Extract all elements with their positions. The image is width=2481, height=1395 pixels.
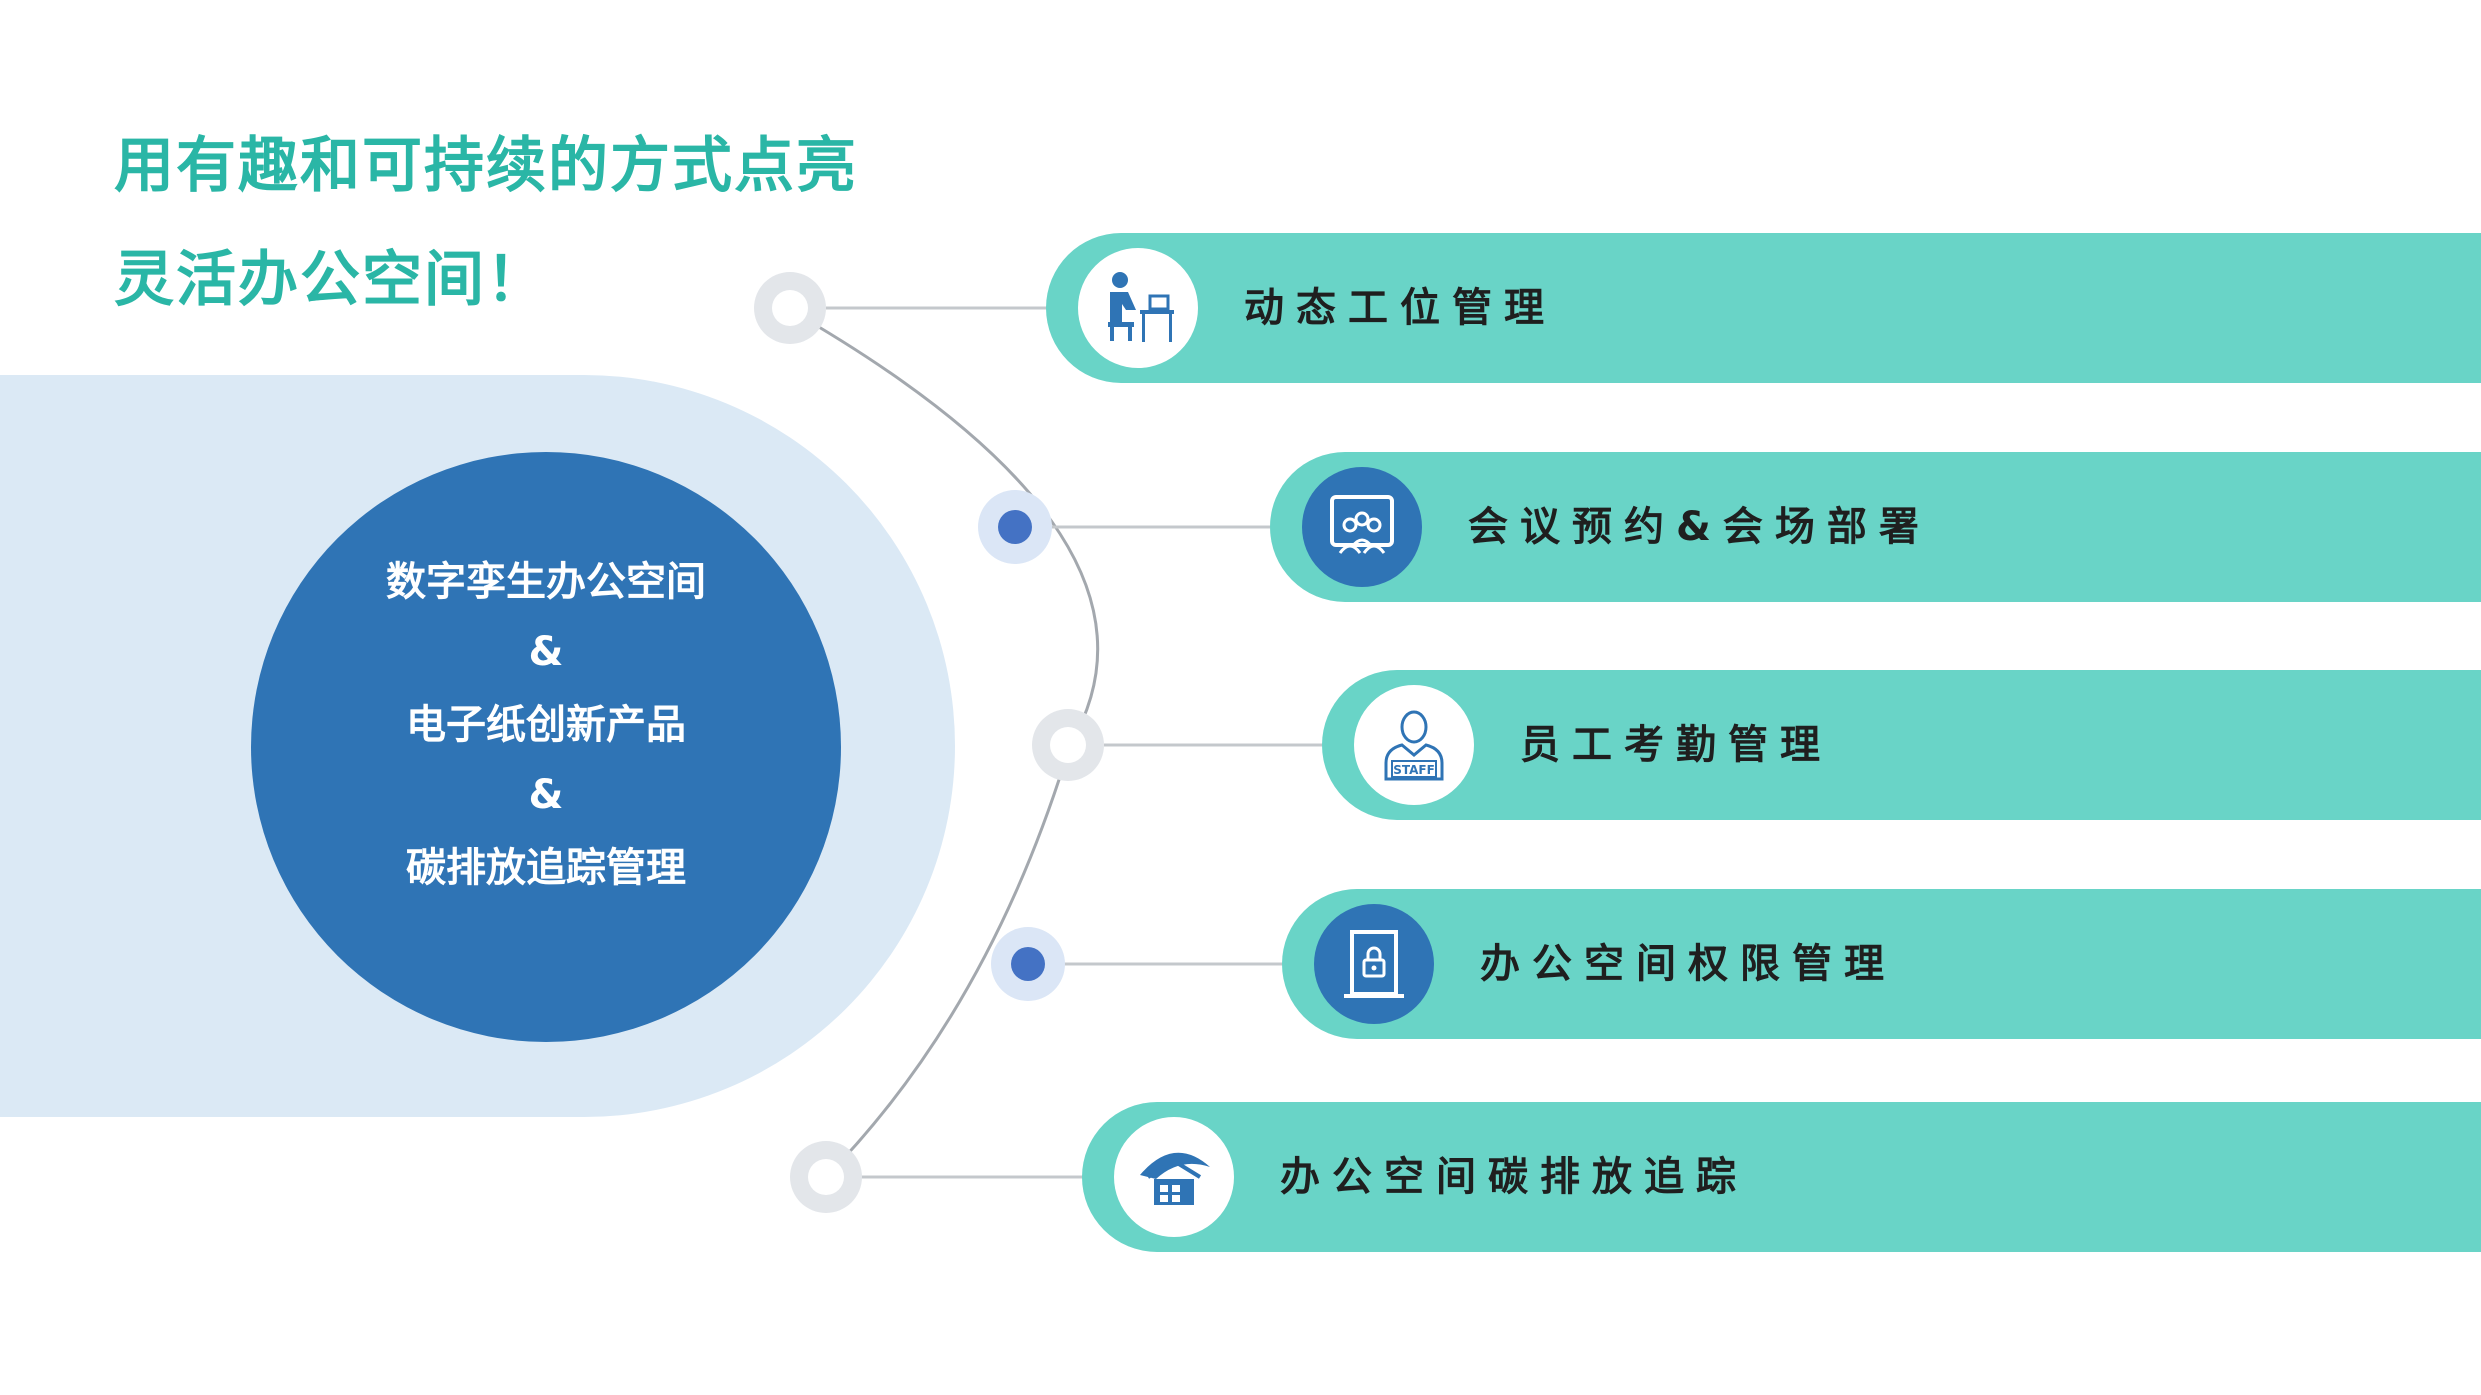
meeting-room-icon (1302, 467, 1422, 587)
headline-line-1: 用有趣和可持续的方式点亮 (114, 131, 858, 201)
feature-item-meeting-booking: 会议预约&会场部署 (1270, 452, 2481, 602)
feature-label: 员工考勤管理 (1520, 722, 1832, 768)
hub-circle: 数字孪生办公空间 & 电子纸创新产品 & 碳排放追踪管理 (251, 452, 841, 1042)
feature-item-attendance: STAFF 员工考勤管理 (1322, 670, 2481, 820)
eco-house-icon (1114, 1117, 1234, 1237)
feature-item-carbon-tracking: 办公空间碳排放追踪 (1082, 1102, 2481, 1252)
svg-text:STAFF: STAFF (1393, 763, 1435, 777)
node-1 (754, 272, 826, 344)
staff-icon: STAFF (1354, 685, 1474, 805)
feature-label: 办公空间权限管理 (1480, 941, 1896, 987)
node-3 (1032, 709, 1104, 781)
node-2 (978, 490, 1052, 564)
node-4 (991, 927, 1065, 1001)
feature-label: 动态工位管理 (1244, 285, 1556, 331)
lock-door-icon (1314, 904, 1434, 1024)
feature-item-access-control: 办公空间权限管理 (1282, 889, 2481, 1039)
feature-item-desk-management: 动态工位管理 (1046, 233, 2481, 383)
desk-worker-icon (1078, 248, 1198, 368)
node-5 (790, 1141, 862, 1213)
hub-line-2: & (528, 629, 564, 675)
hub-line-5: 碳排放追踪管理 (406, 845, 686, 891)
feature-label: 会议预约&会场部署 (1468, 504, 1931, 550)
headline-line-2: 灵活办公空间！ (114, 245, 548, 315)
feature-label: 办公空间碳排放追踪 (1280, 1154, 1748, 1200)
hub-line-4: & (528, 772, 564, 818)
hub-line-3: 电子纸创新产品 (406, 702, 686, 748)
hub-line-1: 数字孪生办公空间 (386, 559, 706, 605)
